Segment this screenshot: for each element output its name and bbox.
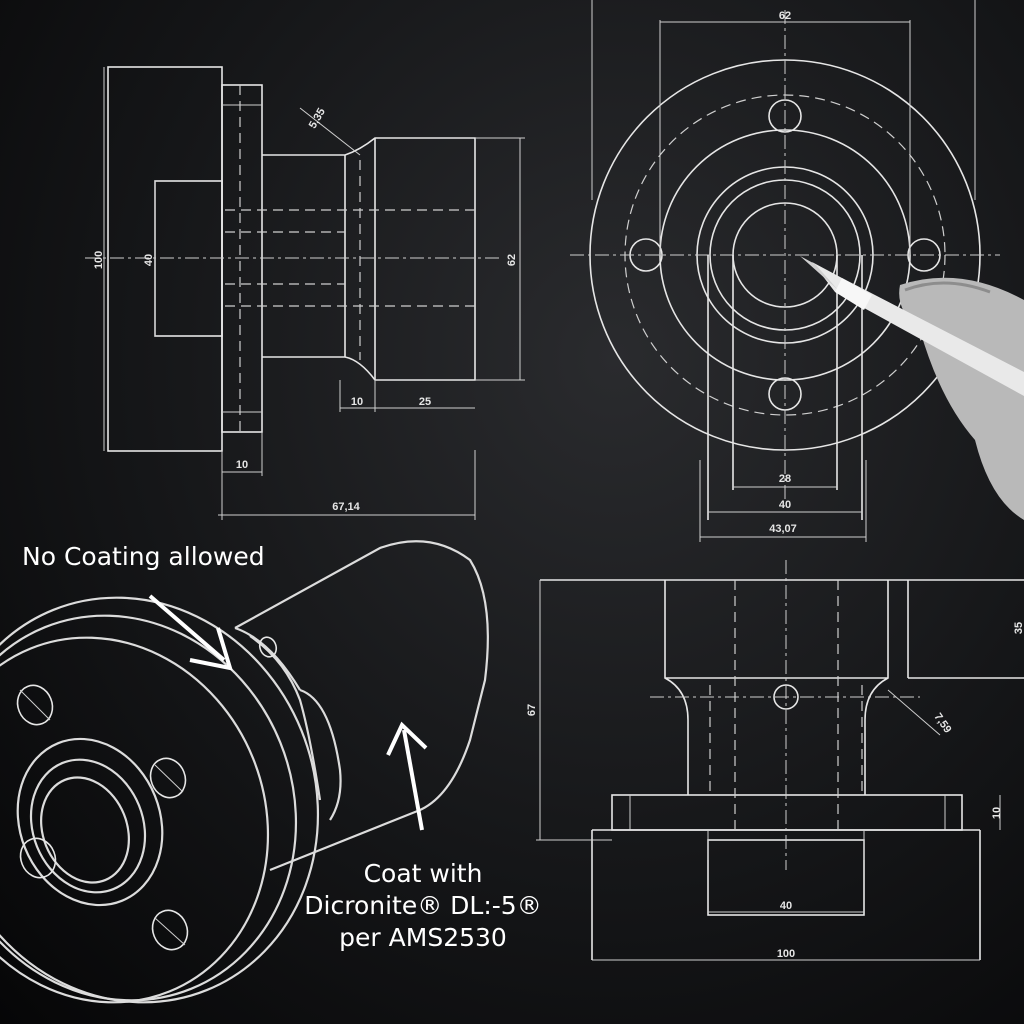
- front-view: 62 28 40 43,07: [570, 0, 1000, 542]
- coat-line-2: Dicronite® DL:-5®: [304, 891, 542, 920]
- dim-28: 28: [779, 473, 791, 485]
- side-view: 100 40 62 5,35 10 25 10 67,14: [85, 66, 525, 520]
- section-view: 67 7,59 10 35 40 100: [526, 560, 1024, 961]
- dim-43-07: 43,07: [769, 523, 797, 535]
- dim-40-bottom: 40: [780, 900, 792, 912]
- pencil-and-hand: [800, 256, 1024, 520]
- dim-62-side: 62: [506, 254, 518, 266]
- arrow-coat-with: [386, 721, 428, 831]
- coat-line-3: per AMS2530: [339, 923, 507, 952]
- dim-40-mid: 40: [779, 499, 791, 511]
- dim-10-c: 10: [991, 807, 1003, 819]
- dim-40-side: 40: [143, 254, 155, 266]
- arrow-no-coating: [148, 594, 233, 671]
- dim-10-a: 10: [351, 396, 363, 408]
- no-coating-label: No Coating allowed: [22, 542, 265, 571]
- coat-line-1: Coat with: [363, 859, 483, 888]
- dim-62-top: 62: [779, 10, 791, 22]
- dim-100-side: 100: [93, 251, 105, 269]
- dim-100-bottom: 100: [777, 948, 795, 960]
- dim-7-59: 7,59: [931, 711, 953, 735]
- dim-10-b: 10: [236, 459, 248, 471]
- coat-instruction: Coat with Dicronite® DL:-5® per AMS2530: [278, 858, 568, 954]
- dim-35: 35: [1013, 622, 1024, 634]
- dim-25: 25: [419, 396, 431, 408]
- isometric-part: [0, 540, 489, 1004]
- dim-67: 67: [526, 704, 538, 716]
- dim-67-14: 67,14: [332, 501, 360, 513]
